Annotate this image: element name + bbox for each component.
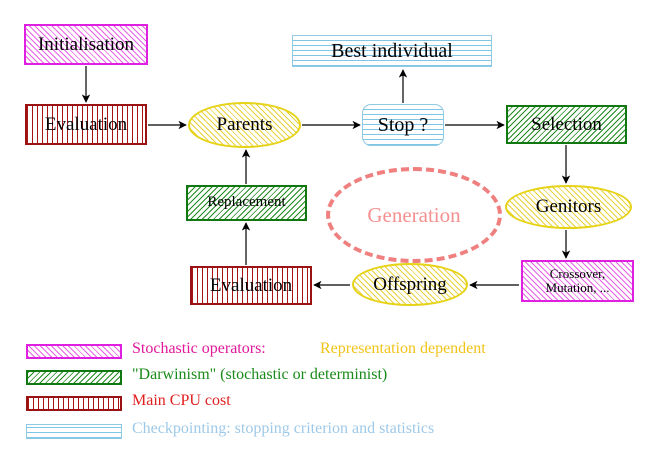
legend-row-checkpointing: Checkpointing: stopping criterion and st… xyxy=(0,420,662,450)
node-evaluation-top-label: Evaluation xyxy=(44,113,128,135)
node-crossover-mutation[interactable]: Crossover, Mutation, ... xyxy=(521,260,634,302)
node-genitors-label: Genitors xyxy=(535,196,602,218)
legend-label-darwinism: "Darwinism" (stochastic or determinist) xyxy=(132,366,388,383)
node-evaluation-bottom-label: Evaluation xyxy=(209,274,293,296)
legend-swatch-main-cpu-cost xyxy=(26,396,122,411)
node-selection[interactable]: Selection xyxy=(506,105,627,144)
legend-label-main-cpu-cost: Main CPU cost xyxy=(132,392,231,409)
node-parents[interactable]: Parents xyxy=(188,102,301,148)
node-genitors[interactable]: Genitors xyxy=(505,185,632,229)
node-replacement[interactable]: Replacement xyxy=(186,185,307,221)
legend-row-main-cpu-cost: Main CPU cost xyxy=(0,392,662,422)
legend-row-stochastic-operators: Stochastic operators: Representation dep… xyxy=(0,340,662,370)
node-evaluation-bottom[interactable]: Evaluation xyxy=(190,266,312,305)
legend-swatch-stochastic-operators xyxy=(26,344,122,359)
node-best-individual[interactable]: Best individual xyxy=(292,35,492,67)
node-generation: Generation xyxy=(326,167,502,263)
node-evaluation-top[interactable]: Evaluation xyxy=(25,104,147,145)
node-parents-label: Parents xyxy=(216,114,273,136)
node-initialisation-label: Initialisation xyxy=(37,33,135,55)
legend-label-stochastic-operators: Stochastic operators: xyxy=(132,340,266,357)
node-generation-label: Generation xyxy=(367,202,461,227)
node-offspring[interactable]: Offspring xyxy=(352,263,468,306)
node-crossover-mutation-label: Crossover, Mutation, ... xyxy=(545,266,610,295)
node-stop-label: Stop ? xyxy=(377,113,429,136)
legend-swatch-darwinism xyxy=(26,370,122,385)
node-initialisation[interactable]: Initialisation xyxy=(24,24,148,65)
legend-row-darwinism: "Darwinism" (stochastic or determinist) xyxy=(0,366,662,396)
node-best-individual-label: Best individual xyxy=(331,39,453,62)
legend-label-representation-dependent: Representation dependent xyxy=(320,340,486,357)
node-offspring-label: Offspring xyxy=(373,273,447,295)
legend-swatch-checkpointing xyxy=(26,424,122,439)
node-replacement-label: Replacement xyxy=(207,194,286,211)
node-selection-label: Selection xyxy=(531,113,602,135)
node-stop[interactable]: Stop ? xyxy=(362,104,444,146)
legend-label-checkpointing: Checkpointing: stopping criterion and st… xyxy=(132,420,435,437)
